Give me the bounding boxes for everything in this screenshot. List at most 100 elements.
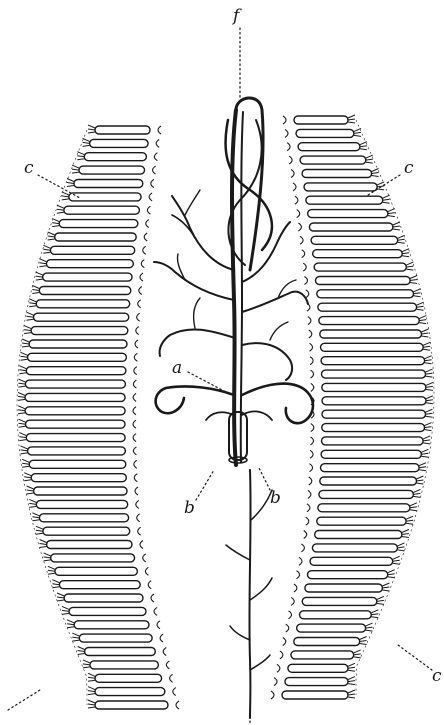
fringe-tuft	[372, 176, 379, 177]
gill-lamella	[319, 317, 419, 325]
inner-hook	[305, 277, 308, 285]
fringe-tuft	[406, 262, 413, 265]
gill-lamella	[308, 571, 388, 579]
fringe-tuft	[348, 115, 355, 118]
fringe-tuft	[393, 229, 400, 230]
label-c-left: c	[24, 160, 34, 177]
fringe-tuft	[27, 312, 34, 315]
fringe-tuft	[366, 630, 373, 631]
fringe-tuft	[83, 664, 90, 665]
fringe-tuft	[19, 433, 26, 436]
gill-lamella	[90, 139, 149, 147]
inner-hook	[311, 370, 314, 378]
inner-hook	[289, 156, 292, 164]
gill-lamella	[43, 527, 130, 535]
fringe-tuft	[18, 396, 25, 397]
gill-lamella	[39, 287, 131, 295]
fringe-tuft	[354, 657, 361, 658]
fringe-tuft	[29, 506, 36, 507]
fringe-tuft	[52, 584, 59, 585]
inner-hook	[311, 383, 314, 391]
fringe-tuft	[377, 189, 384, 190]
inner-hook	[308, 317, 311, 325]
inner-hook	[291, 170, 294, 178]
fringe-tuft	[57, 212, 64, 213]
gill-lamella	[311, 236, 398, 244]
gill-lamella	[85, 648, 156, 656]
inner-hook	[136, 500, 139, 508]
gill-lamella	[309, 223, 393, 231]
fringe-tuft	[426, 382, 433, 385]
fringe-tuft	[19, 426, 26, 427]
fringe-tuft	[18, 379, 25, 382]
fringe-tuft	[414, 296, 421, 297]
gill-lamella	[55, 233, 137, 241]
label-b-left: b	[184, 500, 195, 517]
branch-left-1b	[172, 215, 195, 238]
gill-lamella	[26, 420, 126, 428]
fringe-tuft	[377, 603, 384, 604]
fringe-tuft	[62, 613, 69, 614]
right-gill-leaf	[271, 115, 434, 699]
fringe-tuft	[57, 597, 64, 598]
inner-hook	[295, 196, 298, 204]
gill-lamella	[36, 300, 130, 308]
inner-hook	[151, 180, 154, 188]
fringe-tuft	[19, 373, 26, 374]
gill-lamella	[317, 290, 414, 298]
fringe-tuft	[78, 651, 85, 652]
fringe-tuft	[393, 563, 400, 564]
gill-lamella	[29, 340, 127, 348]
gill-lamella	[282, 691, 348, 699]
leader-b-right	[258, 466, 270, 490]
fringe-tuft	[22, 343, 29, 344]
gill-lamella	[36, 500, 127, 508]
inner-hook	[139, 287, 142, 295]
fringe-tuft	[67, 183, 74, 184]
fringe-tuft	[348, 670, 355, 671]
gill-lamella	[25, 380, 125, 388]
fringe-tuft	[423, 443, 430, 444]
inner-hook	[309, 330, 312, 338]
fringe-tuft	[44, 560, 51, 561]
fringe-tuft	[57, 593, 64, 596]
fringe-tuft	[348, 122, 355, 123]
fringe-tuft	[24, 480, 31, 481]
fringe-tuft	[377, 182, 384, 185]
gill-lamella	[300, 611, 372, 619]
gill-lamella	[314, 263, 406, 271]
gill-lamella	[306, 196, 383, 204]
inner-hook	[135, 340, 138, 348]
fringe-tuft	[372, 169, 379, 172]
inner-hook	[274, 678, 277, 686]
inner-hook	[285, 129, 288, 137]
gill-lamella	[315, 531, 402, 539]
fringe-tuft	[44, 553, 51, 556]
fringe-tuft	[348, 684, 355, 685]
gill-lamella	[79, 166, 145, 174]
fringe-tuft	[413, 496, 420, 497]
fringe-tuft	[21, 356, 28, 357]
fringe-tuft	[426, 376, 433, 377]
gill-lamella	[34, 313, 129, 321]
inner-hook	[287, 143, 290, 151]
fringe-tuft	[366, 623, 373, 626]
fringe-tuft	[21, 446, 28, 449]
gill-lamella	[316, 277, 411, 285]
fringe-tuft	[57, 600, 64, 601]
gill-lamella	[322, 397, 426, 405]
inner-hook	[140, 541, 143, 549]
fringe-tuft	[383, 202, 390, 203]
fringe-tuft	[423, 342, 430, 345]
fringe-tuft	[372, 173, 379, 174]
fringe-tuft	[366, 627, 373, 628]
fringe-tuft	[382, 587, 389, 588]
fringe-tuft	[371, 610, 378, 613]
gill-lamella	[95, 674, 162, 682]
inner-hook	[135, 487, 138, 495]
fringe-tuft	[360, 644, 367, 645]
fringe-tuft	[39, 266, 46, 267]
fringe-tuft	[426, 413, 433, 414]
inner-hook	[289, 611, 292, 619]
